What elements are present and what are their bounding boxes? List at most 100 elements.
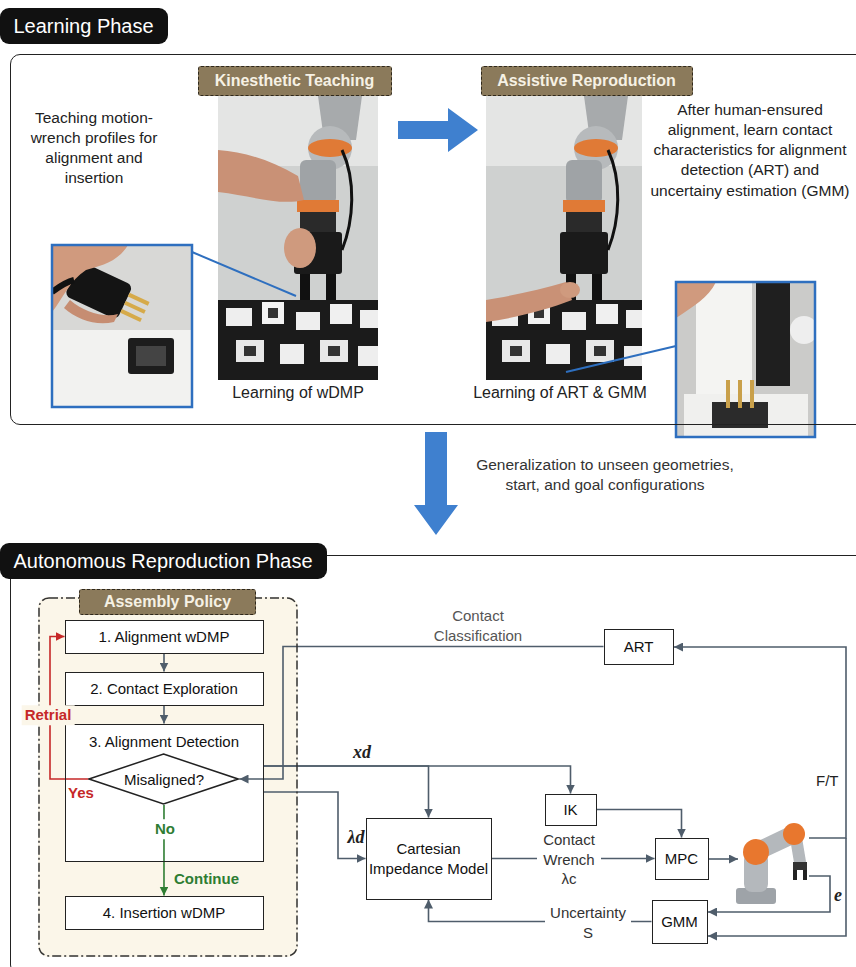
annotation-text: After human-ensured alignment, learn con…	[650, 100, 850, 201]
connector-inset	[64, 300, 118, 323]
gripper-inset	[756, 282, 790, 386]
leader-line	[566, 346, 676, 372]
section-tag: Assembly Policy	[79, 589, 256, 615]
teaching-photo	[218, 150, 304, 202]
signal-wire	[674, 647, 846, 936]
decision-diamond: Misaligned?	[88, 753, 239, 805]
connector-inset	[52, 280, 74, 292]
dashdot-border	[39, 598, 297, 956]
gripper-inset	[750, 380, 754, 408]
connector-inset	[52, 245, 128, 312]
block-arrow	[414, 432, 458, 535]
signal-label: e	[834, 884, 842, 907]
edge-label: No	[152, 819, 178, 839]
phase-title: Autonomous Reproduction Phase	[0, 543, 327, 579]
reproduction-photo	[486, 282, 572, 322]
module-box: Cartesian Impedance Model	[366, 818, 492, 900]
connector-inset	[128, 338, 174, 374]
reproduction-photo	[486, 96, 642, 380]
annotation-text: Teaching motion-wrench profiles for alig…	[14, 108, 174, 189]
robot-icon	[793, 862, 807, 870]
edge-label: xd	[353, 741, 371, 764]
edge-label: Contact Wrench λc	[537, 830, 601, 889]
connector-inset	[52, 245, 192, 407]
node-label: ART	[624, 638, 654, 655]
robot-icon	[793, 870, 797, 880]
node-label: MPC	[665, 850, 698, 867]
process-box: Misaligned? 3. Alignment Detection	[65, 724, 264, 862]
robot-icon	[783, 823, 805, 845]
annotation-text: Learning of ART & GMM	[473, 383, 647, 404]
module-box: MPC	[655, 838, 709, 880]
signal-label: F/T	[816, 771, 839, 791]
inset-frame	[52, 245, 192, 407]
connector-inset	[52, 330, 192, 407]
signal-wire	[708, 838, 846, 936]
teaching-photo	[218, 96, 378, 380]
node-label: 3. Alignment Detection	[66, 725, 263, 751]
inset-frame	[676, 282, 815, 437]
stage-tag: Kinesthetic Teaching	[198, 66, 392, 96]
connector-inset	[52, 245, 192, 407]
process-box: 4. Insertion wDMP	[65, 896, 264, 930]
connector-inset	[136, 346, 166, 366]
stage-tag: Assistive Reproduction	[481, 66, 693, 96]
node-label: Cartesian Impedance Model	[367, 839, 491, 878]
gripper-inset	[726, 380, 730, 408]
branch-label: Retrial	[22, 705, 75, 725]
flow-arrow	[163, 654, 165, 672]
teaching-photo	[218, 96, 378, 380]
phase-panel: 1. Alignment wDMP 2. Contact ExplorationM…	[10, 555, 856, 967]
module-box: IK	[545, 794, 597, 826]
annotation-text: Learning of wDMP	[232, 383, 364, 404]
flow-arrow	[163, 706, 165, 724]
phase-title: Learning Phase	[0, 8, 168, 44]
inset-frame	[52, 245, 192, 407]
reproduction-photo	[486, 96, 642, 380]
edge-label: Contact Classification	[422, 606, 534, 645]
signal-wire	[674, 647, 846, 838]
flow-arrow	[240, 647, 604, 780]
reproduction-photo	[560, 282, 580, 298]
gripper-inset	[696, 282, 752, 394]
gripper-inset	[684, 394, 808, 437]
node-label: Misaligned?	[124, 771, 204, 788]
process-box: 1. Alignment wDMP	[65, 620, 264, 654]
leader-line	[192, 252, 676, 372]
branch-label: Continue	[174, 869, 239, 889]
node-label: 2. Contact Exploration	[90, 680, 238, 697]
module-box: ART	[604, 629, 674, 665]
transition-arrow	[398, 108, 478, 152]
robot-icon	[743, 839, 769, 865]
signal-wire	[709, 858, 738, 860]
gripper-inset	[790, 316, 815, 344]
process-box: 2. Contact Exploration	[65, 672, 264, 706]
edge-label: Yes	[68, 783, 94, 803]
transition-arrow	[398, 108, 478, 152]
node-label: GMM	[661, 913, 698, 930]
gripper-inset	[738, 380, 742, 408]
teaching-photo	[218, 96, 378, 380]
gripper-inset	[676, 282, 716, 318]
policy-fill	[38, 597, 298, 957]
robot-icon	[803, 870, 807, 880]
gripper-inset	[676, 282, 815, 437]
policy-group: 1. Alignment wDMP 2. Contact ExplorationM…	[38, 597, 298, 957]
node-label: 1. Alignment wDMP	[99, 628, 230, 645]
node-label: 4. Insertion wDMP	[103, 904, 226, 921]
gripper-inset	[676, 282, 815, 437]
edge-label: Uncertainty S	[545, 903, 631, 942]
node-label: IK	[563, 801, 577, 818]
signal-wire	[708, 876, 830, 912]
leader-line	[192, 252, 296, 296]
section-tag: Assistive Reproduction	[497, 72, 676, 90]
annotation-text: Generalization to unseen geometries, sta…	[470, 455, 740, 495]
flow-arrow	[597, 810, 682, 838]
inset-frame	[676, 282, 815, 437]
robot-icon	[736, 823, 807, 904]
flow-arrow	[264, 792, 366, 859]
teaching-photo	[284, 228, 316, 268]
module-box: GMM	[652, 900, 708, 944]
